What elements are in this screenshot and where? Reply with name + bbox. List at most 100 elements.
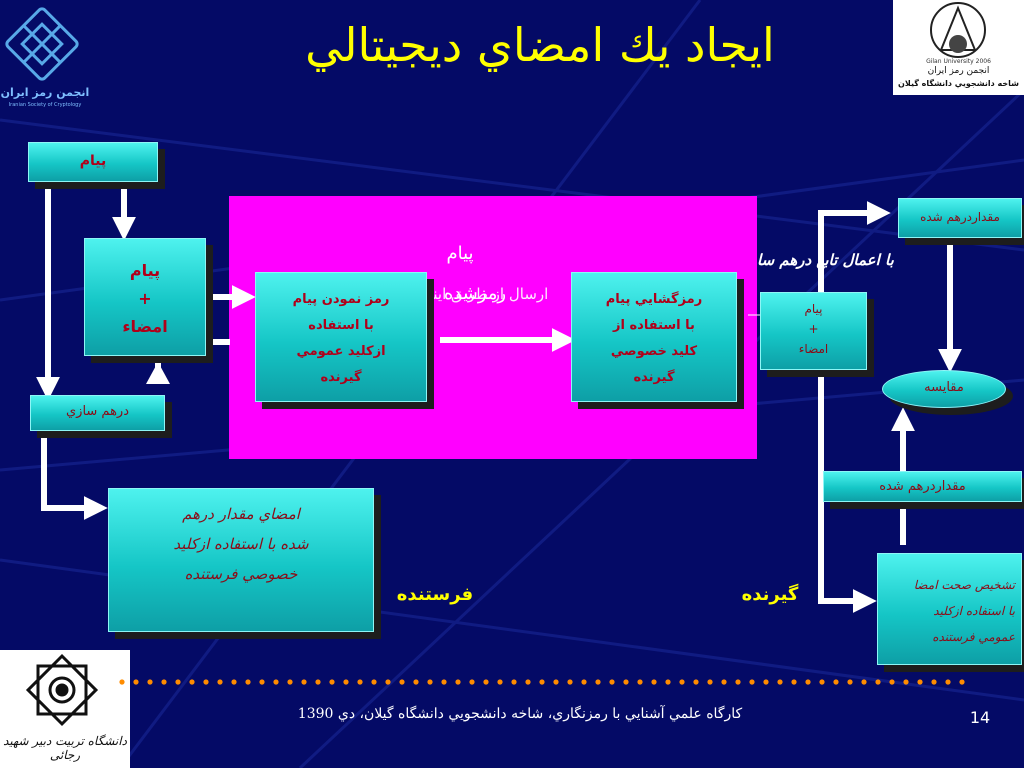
receiver-hashed-top-box: مقداردرهم شده (898, 198, 1022, 238)
separator-dot (637, 679, 643, 685)
separator-dot (693, 679, 699, 685)
separator-dot (427, 679, 433, 685)
separator-dot (945, 679, 951, 685)
separator-dot (371, 679, 377, 685)
separator-dot (819, 679, 825, 685)
left-logo-sub: Iranian Society of Cryptology (8, 102, 82, 108)
gilan-branch-logo: Gilan University 2006 انجمن رمز ايران شا… (893, 0, 1024, 95)
sender-hashing-box: درهم سازي (30, 395, 165, 431)
encrypt-line-4: گيرنده (320, 370, 362, 385)
separator-dot (245, 679, 251, 685)
separator-dot (203, 679, 209, 685)
separator-dot (273, 679, 279, 685)
hash-function-note: با اعمال تابع درهم سا (757, 251, 894, 269)
separator-dot (567, 679, 573, 685)
separator-dot (259, 679, 265, 685)
separator-dot (763, 679, 769, 685)
encrypt-box: رمز نمودن پيام با استفاده ازكليد عمومي گ… (255, 272, 427, 402)
separator-dot (791, 679, 797, 685)
separator-dot (889, 679, 895, 685)
separator-dot (735, 679, 741, 685)
separator-dot (539, 679, 545, 685)
separator-dot (147, 679, 153, 685)
iranian-cryptology-logo: انجمن رمز ايران Iranian Society of Crypt… (0, 0, 90, 112)
separator-dot (903, 679, 909, 685)
separator-dot (651, 679, 657, 685)
decrypt-line-3: كليد خصوصي (610, 344, 698, 359)
verify-line-3: عمومي فرستنده (932, 630, 1015, 644)
encrypt-line-1: رمز نمودن پيام (292, 292, 390, 307)
separator-dot (343, 679, 349, 685)
sender-message-label: پيام (79, 153, 107, 169)
receiver-message-signature-box: پيام + امضاء (760, 292, 867, 370)
separator-dot (175, 679, 181, 685)
bottom-logo-name: دانشگاه تربیت دبیر شهید رجائی (3, 734, 127, 762)
separator-dot (749, 679, 755, 685)
sender-ms-line-3: امضاء (122, 317, 168, 336)
separator-dot (875, 679, 881, 685)
channel-internet-label: ارسال از طريق اينترنت (401, 285, 549, 303)
receiver-hashed-bottom-box: مقداردرهم شده (823, 471, 1022, 502)
sender-label: فرستنده (396, 584, 474, 605)
decrypt-line-4: گيرنده (633, 370, 675, 385)
channel-message-label: پيام (446, 243, 474, 264)
separator-dot (497, 679, 503, 685)
sender-message-signature-box: پيام + امضاء (84, 238, 206, 356)
separator-dot (385, 679, 391, 685)
separator-dot (301, 679, 307, 685)
separator-dot (931, 679, 937, 685)
separator-dot (119, 679, 125, 685)
separator-dot (805, 679, 811, 685)
separator-dot (553, 679, 559, 685)
separator-dot (231, 679, 237, 685)
receiver-label: گيرنده (741, 584, 799, 605)
separator-dot (679, 679, 685, 685)
separator-dot (511, 679, 517, 685)
separator-dot (721, 679, 727, 685)
receiver-ms-line-2: + (808, 322, 819, 336)
separator-dot (469, 679, 475, 685)
compare-ellipse: مقايسه (882, 370, 1006, 408)
receiver-ms-line-1: پيام (804, 302, 823, 316)
sender-hashing-label: درهم سازي (65, 404, 129, 419)
sender-ms-line-2: + (138, 289, 152, 308)
rajaee-university-logo: دانشگاه تربیت دبیر شهید رجائی (0, 650, 130, 768)
separator-dot (133, 679, 139, 685)
encrypt-line-2: با استفاده (308, 318, 374, 333)
channel-encrypted-label: رمزشده (443, 283, 507, 304)
sig-desc-line-1: امضاي مقدار درهم (182, 505, 300, 523)
sig-desc-line-3: خصوصي فرستنده (184, 565, 298, 583)
separator-dot (399, 679, 405, 685)
verify-line-1: تشخيص صحت امضا (913, 578, 1015, 592)
decrypt-box: رمزگشايي پيام با استفاده از كليد خصوصي گ… (571, 272, 737, 402)
separator-dot (329, 679, 335, 685)
encrypt-line-3: ازكليد عمومي (296, 344, 386, 359)
receiver-hashed-top-label: مقداردرهم شده (920, 210, 1000, 224)
separator-dot (861, 679, 867, 685)
separator-dot (581, 679, 587, 685)
separator-dot (665, 679, 671, 685)
separator-dot (189, 679, 195, 685)
right-logo-sub: شاخه دانشجويي دانشگاه گيلان (898, 79, 1019, 88)
right-logo-top: Gilan University 2006 (926, 58, 991, 65)
separator-dot (413, 679, 419, 685)
separator-dot (483, 679, 489, 685)
sender-signature-desc-box: امضاي مقدار درهم شده با استفاده ازكليد خ… (108, 488, 374, 632)
separator-dot (161, 679, 167, 685)
separator-dot (917, 679, 923, 685)
sig-desc-line-2: شده با استفاده ازكليد (173, 535, 309, 553)
decrypt-line-1: رمزگشايي پيام (605, 292, 703, 307)
separator-dot (847, 679, 853, 685)
decrypt-line-2: با استفاده از (613, 318, 695, 333)
sender-message-box: پيام (28, 142, 158, 182)
slide-title: ايجاد يك امضاي ديجيتالي (305, 18, 775, 72)
separator-dot (455, 679, 461, 685)
page-number: 14 (969, 708, 991, 727)
separator-dot (315, 679, 321, 685)
compare-label: مقايسه (924, 380, 964, 395)
sender-ms-line-1: پيام (129, 261, 161, 280)
dotted-separator (119, 679, 965, 685)
separator-dot (217, 679, 223, 685)
separator-dot (595, 679, 601, 685)
separator-dot (707, 679, 713, 685)
